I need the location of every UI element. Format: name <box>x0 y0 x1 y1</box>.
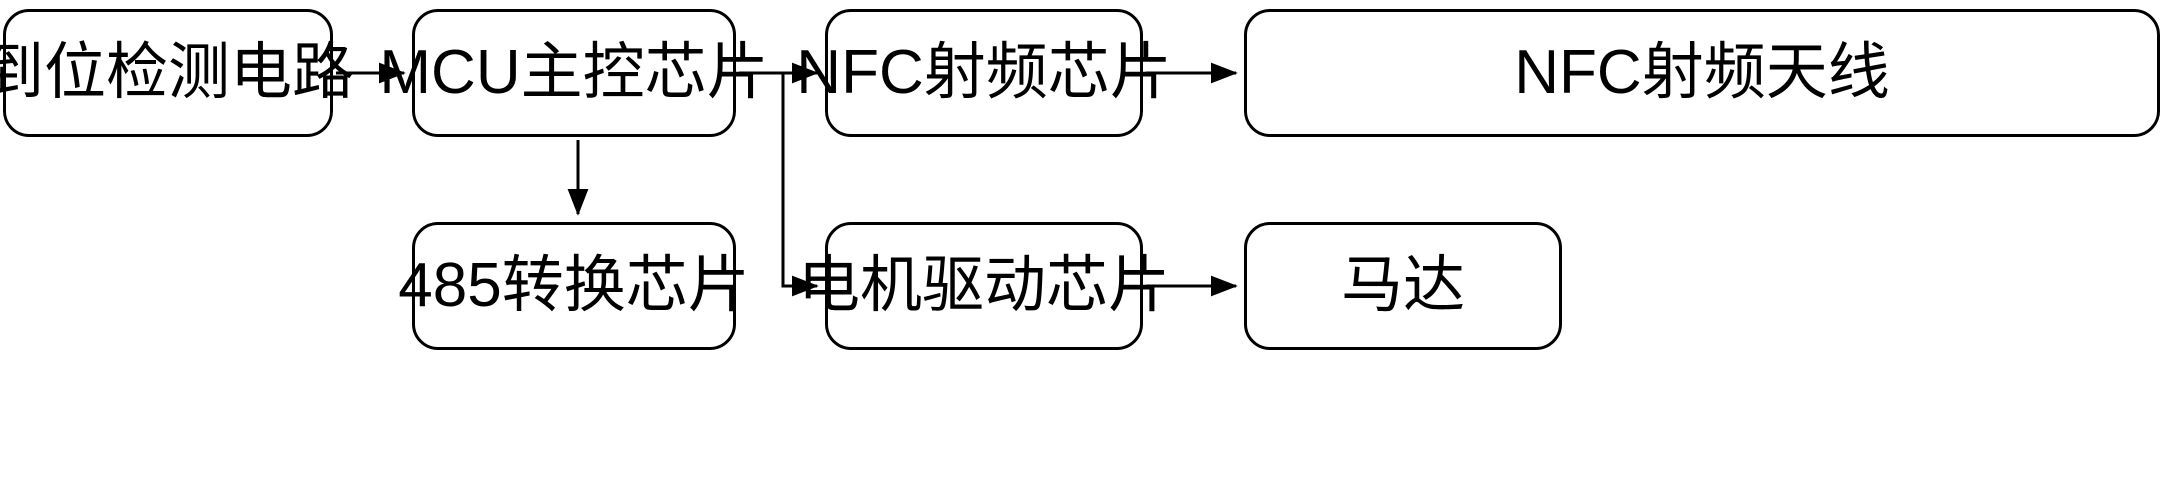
node-motor[interactable]: 马达 <box>1244 222 1562 350</box>
node-rs485[interactable]: 485转换芯片 <box>398 222 750 350</box>
node-motor-driver-label: 电机驱动芯片 <box>798 251 1171 320</box>
node-position-detect-label: 到位检测电路 <box>0 38 355 107</box>
node-nfc-chip[interactable]: NFC射频芯片 <box>796 9 1172 137</box>
node-nfc-chip-label: NFC射频芯片 <box>796 38 1172 107</box>
node-nfc-antenna[interactable]: NFC射频天线 <box>1244 9 2160 137</box>
node-nfc-antenna-label: NFC射频天线 <box>1514 38 1890 107</box>
node-mcu-label: MCU主控芯片 <box>379 38 769 107</box>
node-motor-driver[interactable]: 电机驱动芯片 <box>798 222 1170 350</box>
node-mcu[interactable]: MCU主控芯片 <box>379 9 769 137</box>
node-position-detect[interactable]: 到位检测电路 <box>0 9 354 137</box>
node-motor-label: 马达 <box>1340 251 1465 320</box>
node-rs485-label: 485转换芯片 <box>398 251 750 320</box>
